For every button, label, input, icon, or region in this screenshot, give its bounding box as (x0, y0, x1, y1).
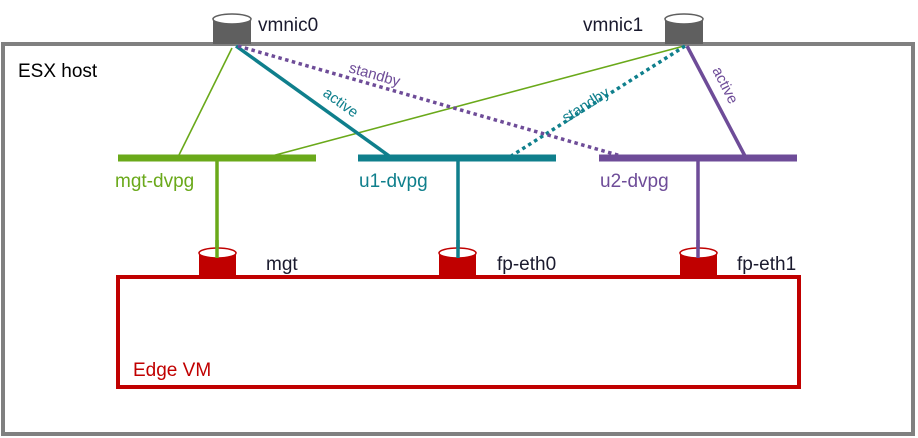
vm-interface-mgt[interactable]: mgt (198, 240, 298, 278)
link-vmnic1-u2-active (685, 45, 748, 159)
vm-interface-label-fp-eth1: fp-eth1 (737, 254, 796, 275)
esx-host-label: ESX host (18, 61, 98, 82)
uplink-label-vmnic1: vmnic1 (583, 15, 643, 36)
uplink-label-vmnic0: vmnic0 (258, 15, 318, 36)
uplink-vmnic0[interactable]: vmnic0 (212, 13, 318, 44)
port-group-u1[interactable]: u1-dvpg (358, 154, 556, 258)
vm-interface-label-mgt: mgt (266, 254, 298, 275)
port-group-u2[interactable]: u2-dvpg (599, 154, 797, 258)
edge-vm-label: Edge VM (133, 360, 211, 381)
port-group-label-u2: u2-dvpg (600, 171, 669, 192)
uplink-cylinder-top (664, 13, 704, 25)
link-vmnic0-u2-standby (237, 44, 629, 160)
port-group-label-mgt: mgt-dvpg (115, 171, 194, 192)
link-vmnic1-mgt (267, 45, 685, 158)
link-vmnic0-u1-active (234, 44, 394, 160)
uplink-vmnic1[interactable]: vmnic1 (583, 13, 704, 44)
vm-interface-fp-eth0[interactable]: fp-eth0 (438, 240, 556, 278)
port-group-mgt[interactable]: mgt-dvpg (115, 154, 316, 258)
uplink-cylinder-top (212, 13, 252, 25)
vm-interface-fp-eth1[interactable]: fp-eth1 (679, 240, 796, 278)
port-group-label-u1: u1-dvpg (359, 171, 428, 192)
link-vmnic0-mgt (177, 47, 233, 158)
vm-interface-label-fp-eth0: fp-eth0 (497, 254, 556, 275)
